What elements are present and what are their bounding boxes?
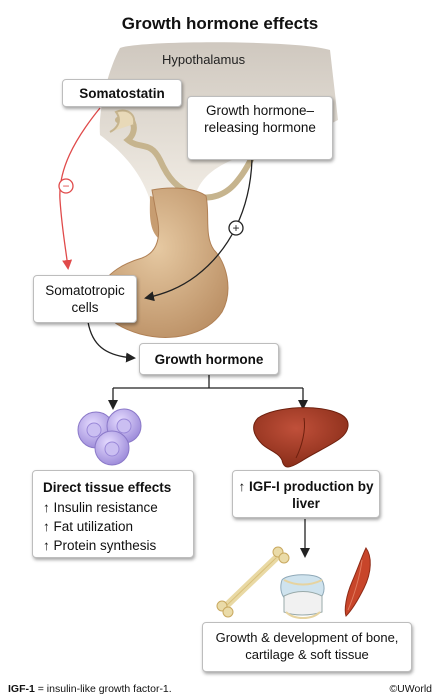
liver-illustration: [253, 407, 349, 468]
release-arrow: [87, 321, 136, 363]
diagram-title: Growth hormone effects: [121, 14, 319, 33]
abbreviation-definition: = insulin-like growth factor-1.: [34, 683, 172, 695]
ghrh-label: Growth hormone–releasing hormone: [204, 103, 316, 135]
somatotropic-cells-box: Somatotropic cells: [33, 275, 137, 323]
hypothalamus-label: Hypothalamus: [162, 52, 246, 67]
somatostatin-label: Somatostatin: [79, 86, 165, 101]
cartilage-illustration: [280, 574, 325, 619]
bone-illustration: [216, 546, 290, 618]
abbreviation-footnote: IGF-1 = insulin-like growth factor-1.: [8, 683, 172, 695]
stimulate-arrow: [144, 159, 253, 302]
direct-effects-box: Direct tissue effects ↑ Insulin resistan…: [32, 470, 194, 558]
stimulate-sign-circle: [228, 220, 244, 236]
stimulate-sign: +: [232, 221, 239, 235]
igf-production-box: ↑ IGF-I production by liver: [232, 470, 380, 518]
growth-development-box: Growth & development of bone, cartilage …: [202, 622, 412, 672]
growth-development-label: Growth & development of bone, cartilage …: [215, 630, 399, 662]
igf-production-label: ↑ IGF-I production by liver: [238, 479, 374, 511]
target-cells-illustration: [77, 408, 142, 466]
growth-hormone-label: Growth hormone: [154, 352, 264, 367]
direct-effects-heading: Direct tissue effects: [43, 480, 172, 495]
direct-effect-item: ↑ Protein synthesis: [43, 538, 157, 553]
ghrh-box: Growth hormone–releasing hormone: [187, 96, 333, 160]
growth-hormone-box: Growth hormone: [139, 343, 279, 375]
inhibit-arrow: [59, 107, 101, 270]
direct-effect-item: ↑ Insulin resistance: [43, 500, 158, 515]
somatotropic-cells-label: Somatotropic cells: [45, 283, 125, 315]
copyright-notice: ©UWorld: [389, 683, 432, 695]
inhibit-sign: −: [62, 179, 69, 193]
branch-arrows: [108, 375, 310, 558]
abbreviation-term: IGF-1: [8, 683, 35, 695]
somatostatin-box: Somatostatin: [62, 79, 182, 107]
inhibit-sign-circle: [58, 178, 74, 194]
muscle-illustration: [344, 547, 371, 617]
direct-effect-item: ↑ Fat utilization: [43, 519, 134, 534]
